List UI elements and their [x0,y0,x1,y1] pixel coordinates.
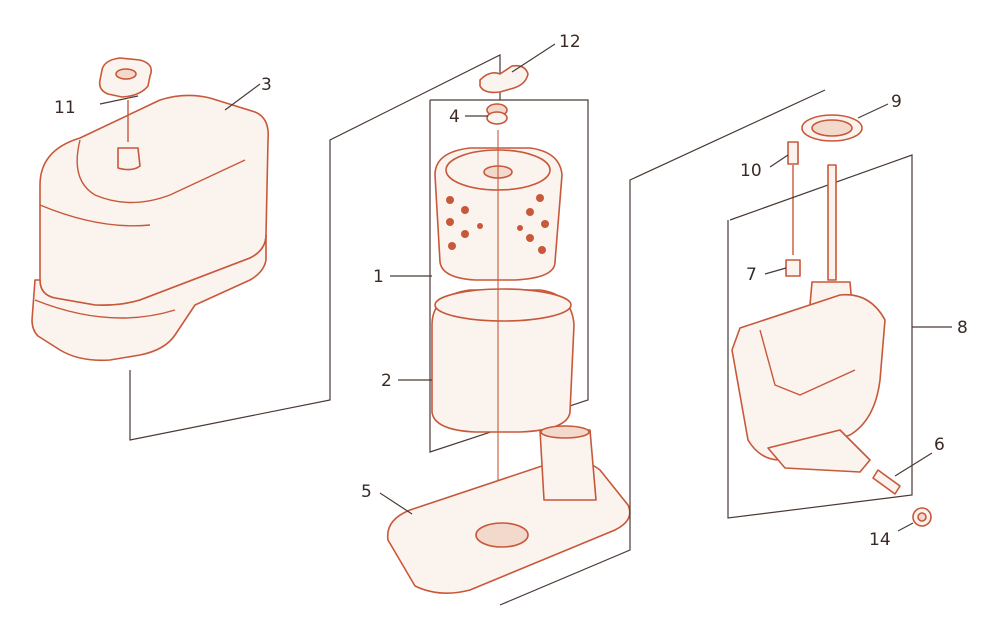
part-12-wing-nut [479,64,529,94]
part-6-pin [872,469,901,495]
callout-10: 10 [740,161,762,181]
part-3-cover [31,94,270,362]
part-9-seal [801,114,863,142]
callout-11: 11 [54,98,76,118]
part-1-bracket [429,99,589,453]
part-8-bracket [727,154,913,519]
callout-4: 4 [449,107,460,127]
callout-3: 3 [261,75,272,95]
callout-14: 14 [869,530,891,550]
element-perforations [446,194,549,254]
part-4-grommet [486,103,508,125]
part-11-knob [98,57,153,171]
part-2-foam [431,288,575,433]
callout-7: 7 [746,265,757,285]
part-10-bolt [787,141,799,255]
callout-1: 1 [373,267,384,287]
part-14-nut [912,507,932,527]
callout-5: 5 [361,482,372,502]
callout-8: 8 [957,318,968,338]
callout-12: 12 [559,32,581,52]
assembly-bracket-right [499,89,826,606]
assembly-bracket-left [129,54,501,441]
callout-2: 2 [381,371,392,391]
part-8-oil-case [731,164,886,473]
part-7-collar [785,259,801,277]
callout-9: 9 [891,92,902,112]
callout-6: 6 [934,435,945,455]
leader-lines [99,43,952,532]
part-5-base [386,425,631,594]
